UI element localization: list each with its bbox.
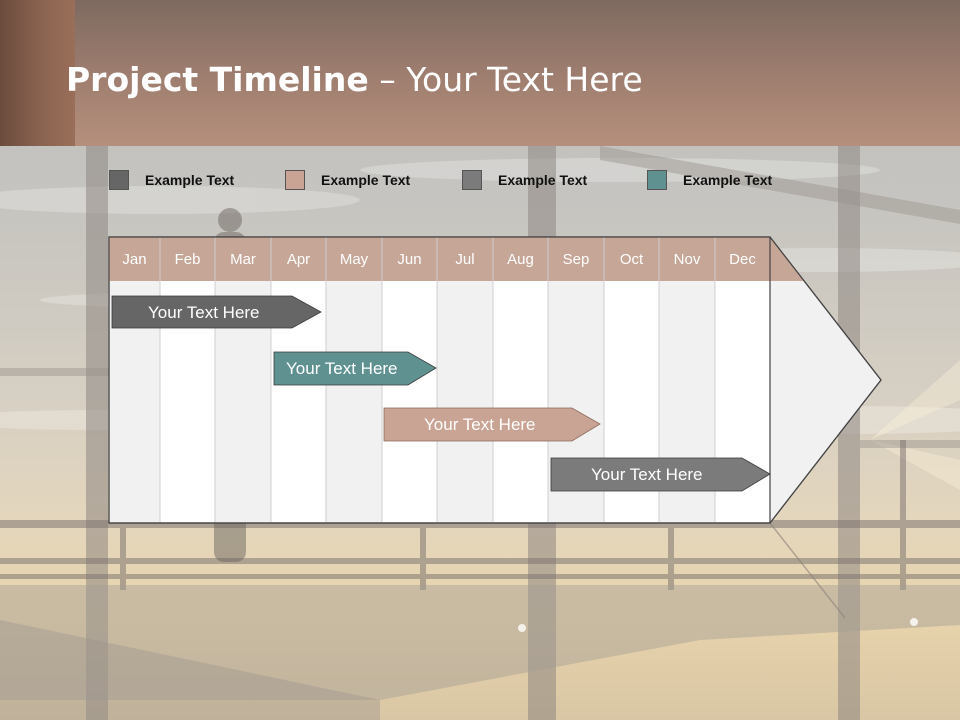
task-bar-3: Your Text Here: [384, 408, 572, 441]
month-label: Jun: [397, 250, 422, 268]
legend-swatch: [109, 170, 129, 190]
header-band: [0, 0, 960, 146]
task-bar-4: Your Text Here: [551, 458, 742, 491]
month-label: Jul: [455, 250, 475, 268]
month-label: Aug: [507, 250, 534, 268]
legend-label: Example Text: [498, 172, 588, 188]
legend-label: Example Text: [145, 172, 235, 188]
month-label: Jan: [122, 250, 147, 268]
task-bar-4-shape: [550, 457, 771, 492]
header-accent: [0, 0, 75, 146]
task-bar-label: Your Text Here: [591, 464, 703, 484]
legend-label: Example Text: [321, 172, 411, 188]
month-header-row: [109, 237, 804, 281]
legend-swatch: [285, 170, 305, 190]
month-label: Dec: [729, 250, 756, 268]
task-bar-label: Your Text Here: [286, 358, 398, 378]
legend-swatch: [647, 170, 667, 190]
slide-title-rest: – Your Text Here: [368, 60, 643, 99]
task-bar-2-shape: [273, 351, 437, 386]
slide-title: Project Timeline – Your Text Here: [66, 60, 643, 99]
legend-swatch: [462, 170, 482, 190]
month-label: Feb: [174, 250, 201, 268]
month-label: Mar: [230, 250, 256, 268]
task-bar-label: Your Text Here: [424, 414, 536, 434]
task-bar-3-shape: [383, 407, 601, 442]
month-label: Sep: [562, 250, 590, 268]
task-bar-label: Your Text Here: [148, 302, 260, 322]
slide-title-bold: Project Timeline: [66, 60, 369, 99]
task-bar-1: Your Text Here: [112, 296, 292, 329]
month-label: Nov: [673, 250, 701, 268]
month-label: May: [339, 250, 369, 268]
month-label: Apr: [286, 250, 311, 268]
month-label: Oct: [619, 250, 644, 268]
task-bar-1-shape: [111, 295, 322, 329]
legend-label: Example Text: [683, 172, 773, 188]
task-bar-2: Your Text Here: [274, 352, 408, 385]
